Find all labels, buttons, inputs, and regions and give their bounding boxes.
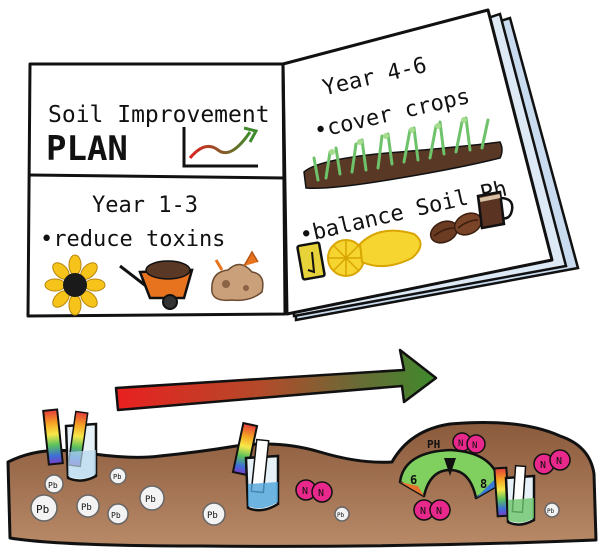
grass-icon (303, 116, 503, 190)
beaker-icon (504, 464, 536, 526)
svg-text:Pb: Pb (111, 511, 121, 520)
lead-particle-icon: Pb (544, 502, 560, 518)
lead-particle-icon: Pb (139, 485, 165, 511)
nitrogen-molecule-icon: N N (533, 449, 571, 475)
notebook: Soil Improvement PLAN Year 1-3 •reduce t… (26, 8, 580, 322)
svg-text:N: N (302, 486, 308, 497)
svg-text:Pb: Pb (81, 503, 92, 513)
lead-particle-icon: Pb (30, 494, 58, 522)
lemon-juice-icon (296, 229, 422, 281)
lead-particles: Pb Pb Pb Pb Pb Pb Pb Pb (30, 467, 560, 526)
lead-particle-icon: Pb (202, 502, 226, 526)
left-page-divider (29, 173, 285, 180)
svg-text:Pb: Pb (113, 473, 121, 481)
nitrogen-molecule-icon: N N (295, 479, 333, 503)
svg-text:Pb: Pb (547, 508, 555, 515)
plan-title: Soil Improvement (48, 102, 270, 128)
lead-particle-icon: Pb (334, 506, 350, 522)
compost-icon (211, 250, 264, 302)
ph-meter-label: PH (427, 438, 440, 451)
ph-strip-icon (231, 421, 259, 477)
notebook-spine (281, 63, 288, 315)
svg-text:N: N (556, 456, 562, 467)
nitrogen-molecule-icon: N N (452, 432, 486, 454)
coffee-beans-icon (429, 212, 483, 244)
coffee-mug-icon (476, 190, 514, 230)
lead-particle-icon: Pb (109, 467, 127, 485)
svg-text:N: N (472, 441, 477, 451)
svg-text:Pb: Pb (337, 512, 345, 519)
lead-particle-icon: Pb (44, 474, 64, 494)
year-1-3-heading: Year 1-3 (92, 193, 198, 218)
trend-arrow-icon (182, 126, 259, 168)
wheelbarrow-icon (119, 260, 194, 310)
svg-text:N: N (436, 506, 442, 517)
beaker-icon (244, 438, 280, 512)
svg-text:Pb: Pb (48, 481, 58, 490)
svg-text:N: N (318, 488, 324, 499)
ph-meter-needle (444, 458, 456, 476)
svg-text:Pb: Pb (36, 503, 49, 516)
svg-text:Pb: Pb (207, 511, 218, 521)
reduce-toxins-text: •reduce toxins (40, 227, 225, 252)
ph-meter-low-mark: 6 (410, 473, 417, 487)
plan-label: PLAN (46, 129, 128, 169)
lead-particle-icon: Pb (76, 494, 100, 518)
svg-text:Pb: Pb (145, 495, 156, 505)
svg-text:N: N (458, 439, 463, 449)
ph-meter-icon: PH 6 8 (398, 438, 502, 500)
beaker-icon (64, 410, 98, 482)
svg-text:N: N (540, 460, 546, 471)
svg-text:N: N (420, 506, 426, 517)
lead-particle-icon: Pb (107, 503, 129, 525)
sunflower-icon (44, 254, 106, 316)
ph-strip-icon (42, 408, 64, 466)
progress-arrow (114, 348, 438, 412)
ph-meter-high-mark: 8 (480, 477, 487, 491)
nitrogen-molecule-icon: N N (413, 499, 451, 521)
